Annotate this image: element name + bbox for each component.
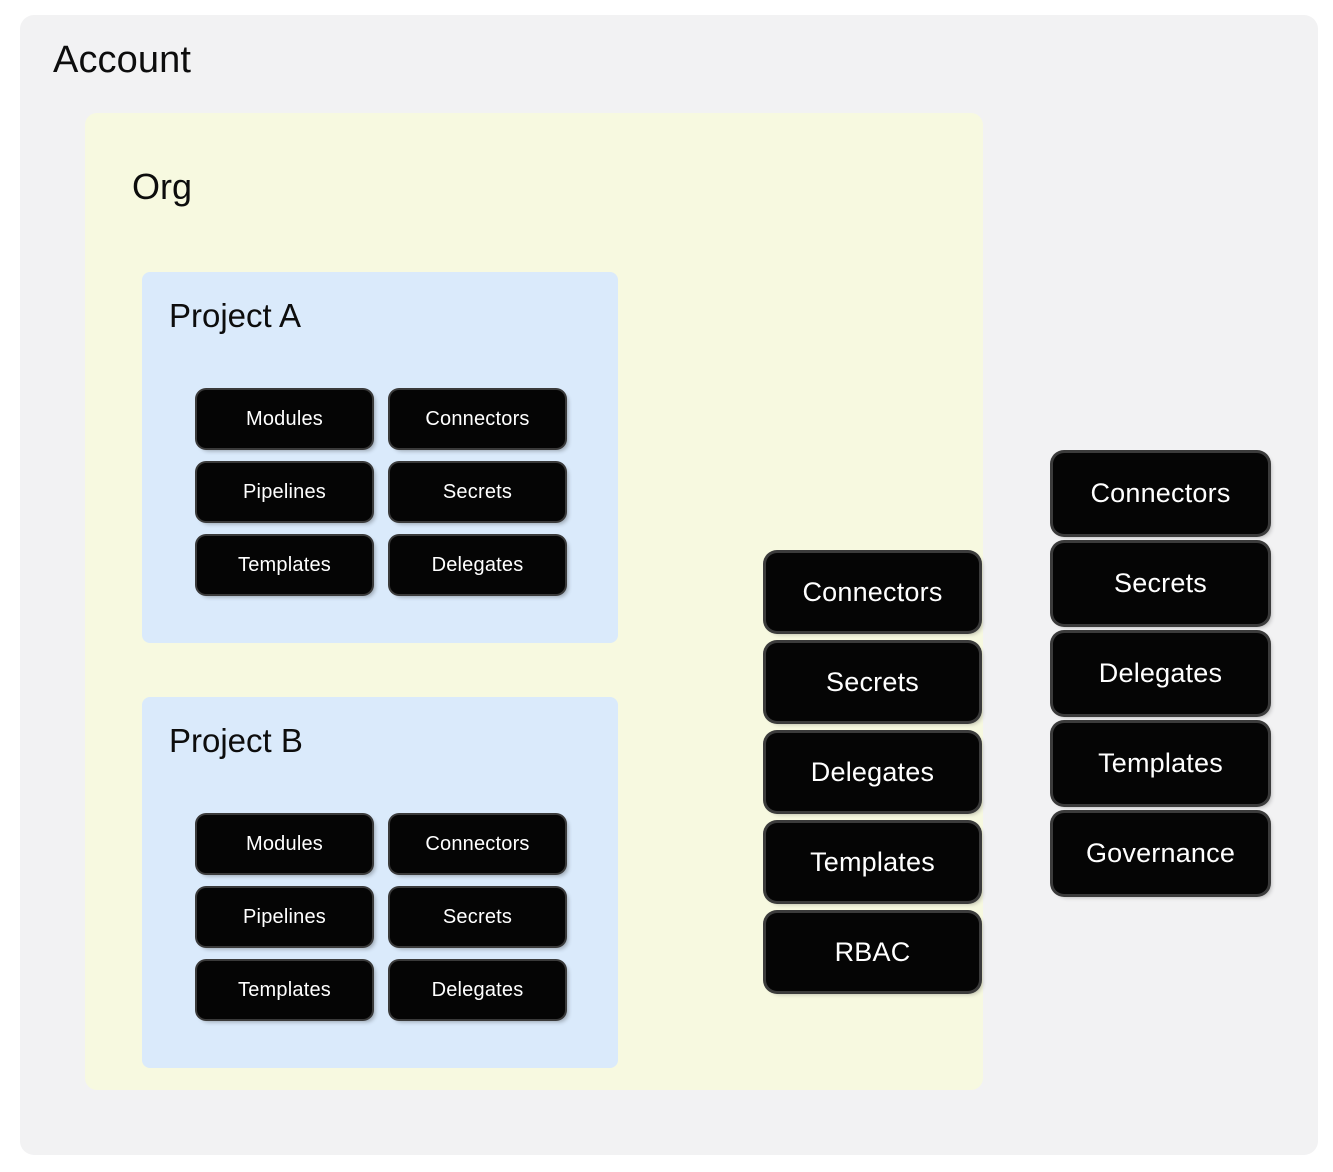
project-b-resource-grid: Modules Connectors Pipelines Secrets Tem… (197, 815, 565, 1019)
account-resource-column: Connectors Secrets Delegates Templates G… (1053, 453, 1268, 894)
org-title: Org (132, 166, 193, 207)
project-a-pill-secrets[interactable]: Secrets (390, 463, 565, 521)
project-a-pill-delegates[interactable]: Delegates (390, 536, 565, 594)
org-chip-templates[interactable]: Templates (766, 823, 979, 901)
project-a-pill-templates[interactable]: Templates (197, 536, 372, 594)
org-resource-column: Connectors Secrets Delegates Templates R… (766, 553, 979, 991)
account-scope-container: Account Org Project A Modules Connectors… (20, 15, 1318, 1155)
org-chip-rbac[interactable]: RBAC (766, 913, 979, 991)
project-b-pill-delegates[interactable]: Delegates (390, 961, 565, 1019)
project-a-title: Project A (169, 297, 302, 334)
account-title: Account (53, 39, 192, 81)
project-b-container: Project B Modules Connectors Pipelines S… (142, 697, 618, 1068)
project-b-pill-pipelines[interactable]: Pipelines (197, 888, 372, 946)
project-b-pill-connectors[interactable]: Connectors (390, 815, 565, 873)
project-b-title: Project B (169, 722, 303, 759)
account-chip-secrets[interactable]: Secrets (1053, 543, 1268, 624)
account-chip-delegates[interactable]: Delegates (1053, 633, 1268, 714)
project-a-container: Project A Modules Connectors Pipelines S… (142, 272, 618, 643)
account-chip-governance[interactable]: Governance (1053, 813, 1268, 894)
org-scope-container: Org Project A Modules Connectors Pipelin… (85, 113, 983, 1090)
project-b-pill-modules[interactable]: Modules (197, 815, 372, 873)
project-a-pill-modules[interactable]: Modules (197, 390, 372, 448)
project-a-resource-grid: Modules Connectors Pipelines Secrets Tem… (197, 390, 565, 594)
project-b-pill-secrets[interactable]: Secrets (390, 888, 565, 946)
account-chip-connectors[interactable]: Connectors (1053, 453, 1268, 534)
org-chip-delegates[interactable]: Delegates (766, 733, 979, 811)
org-chip-connectors[interactable]: Connectors (766, 553, 979, 631)
project-a-pill-pipelines[interactable]: Pipelines (197, 463, 372, 521)
project-a-pill-connectors[interactable]: Connectors (390, 390, 565, 448)
org-chip-secrets[interactable]: Secrets (766, 643, 979, 721)
project-b-pill-templates[interactable]: Templates (197, 961, 372, 1019)
account-chip-templates[interactable]: Templates (1053, 723, 1268, 804)
